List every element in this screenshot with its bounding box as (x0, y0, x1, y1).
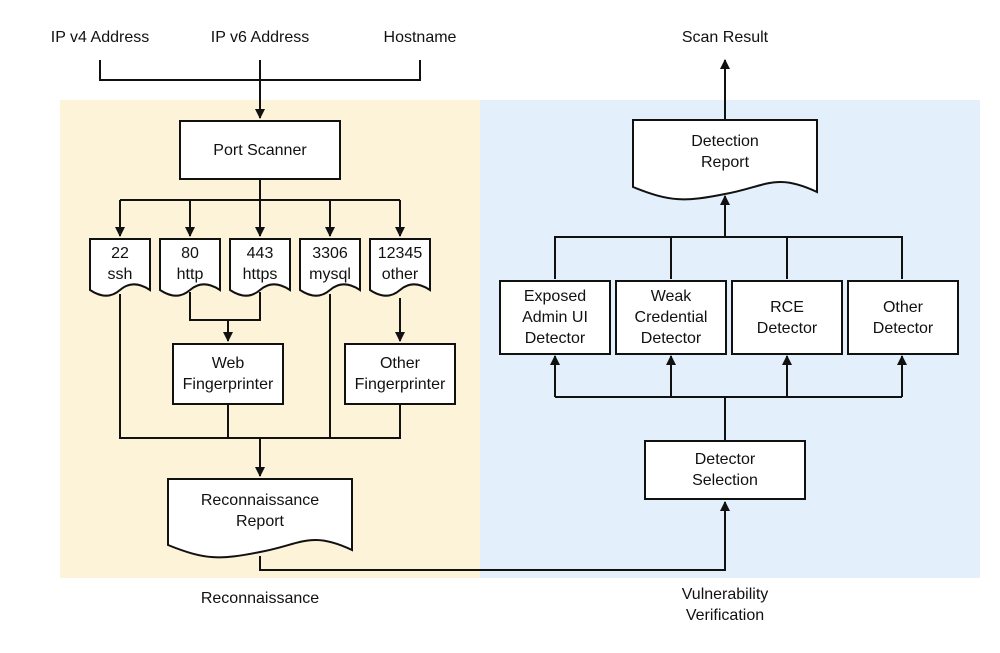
port-doc-80 (159, 238, 221, 297)
port-label-22: 22 (111, 245, 129, 262)
port-scanner-box: Port Scanner (179, 120, 341, 180)
service-label-other: other (381, 266, 419, 283)
scan-result-label: Scan Result (681, 29, 769, 46)
other-fingerprinter-box: Other Fingerprinter (344, 343, 456, 405)
detection-report-doc (632, 119, 818, 201)
arrow-to-detector-selection (259, 501, 730, 571)
exposed-admin-ui-detector-box: Exposed Admin UI Detector (499, 280, 611, 355)
port-label-3306: 3306 (312, 245, 348, 262)
web-fingerprinter-box: Web Fingerprinter (172, 343, 284, 405)
service-label-mysql: mysql (309, 266, 351, 283)
ipv6-input-label: IP v6 Address (210, 29, 310, 46)
detection-report-label: Detection Report (691, 133, 759, 171)
port-doc-3306 (299, 238, 361, 297)
recon-report-doc (167, 478, 353, 559)
service-label-http: http (176, 266, 204, 283)
service-label-https: https (242, 266, 278, 283)
port-label-80: 80 (181, 245, 199, 262)
port-label-443: 443 (246, 245, 274, 262)
recon-report-label: Reconnaissance Report (200, 492, 320, 530)
verification-region-label: Vulnerability Verification (681, 586, 769, 624)
rce-detector-box: RCE Detector (731, 280, 843, 355)
port-doc-443 (229, 238, 291, 297)
port-doc-22 (89, 238, 151, 297)
ipv4-input-label: IP v4 Address (50, 29, 150, 46)
reconnaissance-region-label: Reconnaissance (200, 590, 320, 607)
other-detector-box: Other Detector (847, 280, 959, 355)
port-doc-12345 (369, 238, 431, 297)
hostname-input-label: Hostname (383, 29, 457, 46)
service-label-ssh: ssh (107, 266, 133, 283)
port-label-12345: 12345 (377, 245, 423, 262)
detector-merge-bar (554, 236, 903, 279)
http-https-merge (189, 292, 261, 321)
detector-selection-box: Detector Selection (644, 440, 806, 500)
weak-credential-detector-box: Weak Credential Detector (615, 280, 727, 355)
